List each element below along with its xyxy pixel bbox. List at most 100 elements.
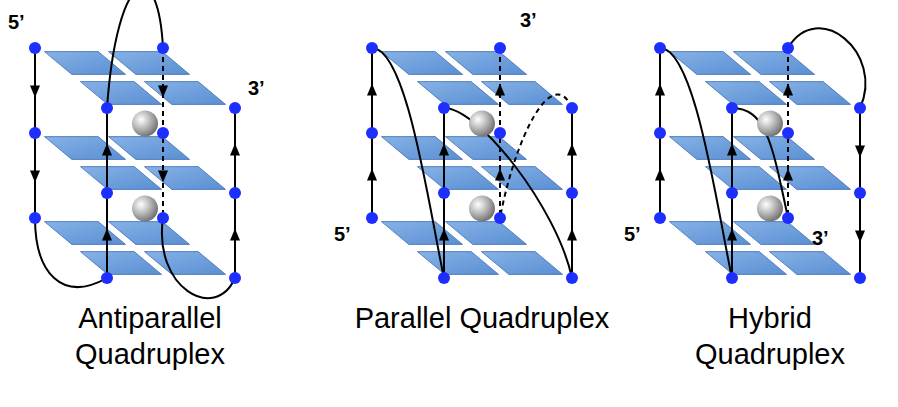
guanine-tile [144, 167, 225, 190]
guanine-dot [229, 187, 241, 199]
guanine-tile [108, 137, 189, 160]
guanine-tile [733, 222, 814, 245]
strand-arrowhead [30, 86, 40, 98]
cation-sphere [469, 111, 495, 137]
guanine-dot [494, 127, 506, 139]
strand-arrowhead [567, 144, 577, 156]
topology-caption: Hybrid Quadruplex [655, 300, 885, 373]
guanine-dot [157, 127, 169, 139]
guanine-dot [29, 127, 41, 139]
strand-arrowhead [495, 169, 505, 181]
guanine-dot [494, 42, 506, 54]
guanine-tile [769, 82, 850, 105]
strand-arrowhead [855, 146, 865, 158]
strand-arrowhead [727, 144, 737, 156]
guanine-dot [726, 102, 738, 114]
strand-loop [107, 0, 163, 108]
guanine-dot [726, 187, 738, 199]
guanine-tile [445, 137, 526, 160]
strand-arrowhead [439, 144, 449, 156]
guanine-tile [144, 82, 225, 105]
guanine-dot [101, 187, 113, 199]
guanine-dot [157, 212, 169, 224]
guanine-dot [494, 212, 506, 224]
guanine-dot [854, 102, 866, 114]
guanine-dot [366, 127, 378, 139]
guanine-dot [782, 127, 794, 139]
guanine-dot [854, 187, 866, 199]
guanine-dot [782, 212, 794, 224]
strand-arrowhead [783, 169, 793, 181]
guanine-dot [157, 42, 169, 54]
cation-sphere [757, 196, 783, 222]
guanine-dot [438, 102, 450, 114]
strand-arrowhead [367, 169, 377, 181]
strand-loop [788, 28, 865, 108]
cation-sphere [132, 111, 158, 137]
strand-arrowhead [230, 144, 240, 156]
strand-loop [500, 94, 572, 218]
strand-arrowhead [439, 229, 449, 241]
quadruplex-figure [654, 28, 866, 284]
strand-arrowhead [102, 229, 112, 241]
guanine-dot [366, 212, 378, 224]
strand-end-label: 5’ [334, 222, 351, 246]
topology-caption: Antiparallel Quadruplex [15, 300, 285, 373]
strand-arrowhead [158, 171, 168, 183]
strand-arrowhead [30, 171, 40, 183]
strand-loop [660, 48, 732, 278]
guanine-dot [29, 212, 41, 224]
strand-loop [372, 48, 444, 278]
quadruplex-figure [29, 0, 241, 298]
guanine-tile [481, 252, 562, 275]
guanine-tile [769, 252, 850, 275]
guanine-dot [654, 127, 666, 139]
strand-arrowhead [102, 144, 112, 156]
strand-loop [162, 218, 235, 298]
topology-caption: Parallel Quadruplex [352, 300, 612, 336]
guanine-dot [229, 102, 241, 114]
guanine-dot [438, 272, 450, 284]
guanine-dot [566, 272, 578, 284]
guanine-tile [481, 82, 562, 105]
cation-sphere [469, 196, 495, 222]
guanine-dot [726, 272, 738, 284]
guanine-tile [108, 222, 189, 245]
guanine-dot [438, 187, 450, 199]
guanine-dot [566, 102, 578, 114]
strand-arrowhead [655, 169, 665, 181]
strand-arrowhead [230, 229, 240, 241]
guanine-tile [144, 252, 225, 275]
strand-arrowhead [567, 229, 577, 241]
guanine-dot [654, 212, 666, 224]
cation-sphere [132, 196, 158, 222]
guanine-dot [782, 42, 794, 54]
strand-loop [35, 218, 107, 287]
guanine-tile [733, 52, 814, 75]
guanine-dot [101, 272, 113, 284]
guanine-dot [101, 102, 113, 114]
strand-end-label: 3’ [520, 8, 537, 32]
strand-end-label: 3’ [812, 226, 829, 250]
guanine-dot [229, 272, 241, 284]
guanine-dot [366, 42, 378, 54]
strand-arrowhead [855, 231, 865, 243]
guanine-dot [854, 272, 866, 284]
guanine-dot [566, 187, 578, 199]
guanine-dot [29, 42, 41, 54]
guanine-tile [108, 52, 189, 75]
strand-arrowhead [367, 84, 377, 96]
strand-end-label: 5’ [624, 222, 641, 246]
guanine-dot [654, 42, 666, 54]
strand-arrowhead [495, 84, 505, 96]
cation-sphere [757, 111, 783, 137]
strand-end-label: 3’ [248, 76, 265, 100]
quadruplex-figure [366, 42, 578, 284]
strand-end-label: 5’ [8, 10, 25, 34]
strand-arrowhead [655, 84, 665, 96]
strand-arrowhead [158, 86, 168, 98]
strand-arrowhead [727, 229, 737, 241]
strand-loop [444, 108, 572, 278]
guanine-tile [445, 52, 526, 75]
